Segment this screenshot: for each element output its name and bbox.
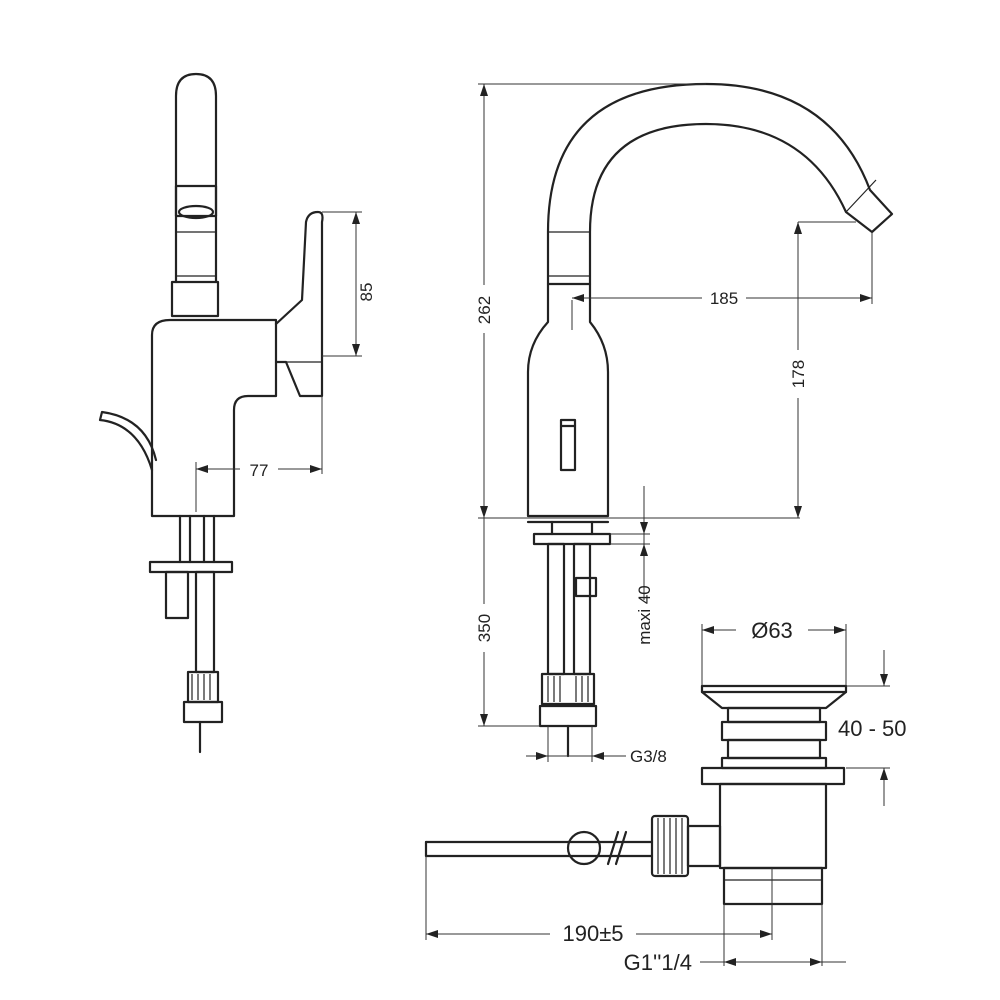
front-body (526, 282, 610, 518)
dim-maxi40-label: maxi 40 (635, 585, 654, 645)
side-aerator (174, 184, 218, 218)
front-hose-left (546, 542, 566, 676)
side-collar (170, 280, 220, 318)
side-hose (194, 570, 216, 674)
dim-262-label: 262 (475, 296, 494, 324)
waste-tail (722, 866, 824, 906)
front-hose-right (572, 542, 592, 676)
front-view: 262 185 178 350 maxi 40 G3/8 (474, 82, 894, 766)
front-hose-fittings (540, 672, 596, 706)
front-spout (546, 82, 894, 286)
waste-side-nut (650, 814, 690, 878)
front-mount-plate (532, 532, 612, 546)
dim-85-label: 85 (357, 283, 376, 302)
dim-350-label: 350 (475, 614, 494, 642)
side-drain-rod (98, 410, 158, 472)
side-body (150, 318, 278, 518)
pop-up-waste: Ø63 40 - 50 190±5 G1''1/4 (424, 616, 907, 975)
front-hose-nuts (538, 704, 598, 728)
dim-63-label: Ø63 (751, 618, 793, 643)
side-aerator-ring (177, 204, 215, 220)
side-lever (274, 210, 324, 398)
dim-g114-label: G1''1/4 (624, 950, 692, 975)
waste-ball-joint (566, 830, 602, 866)
dim-40-50-label: 40 - 50 (838, 716, 907, 741)
side-view: 85 77 (98, 72, 376, 754)
side-mount-plate (148, 560, 234, 574)
side-hose-nut (182, 700, 224, 724)
waste-washer (700, 766, 846, 786)
waste-flange (700, 690, 848, 710)
waste-body (718, 782, 828, 870)
front-lever-slot (559, 418, 577, 472)
side-spout-tube (174, 72, 218, 284)
dim-185-label: 185 (710, 289, 738, 308)
side-lower-shank (164, 570, 190, 620)
dim-g38-label: G3/8 (630, 747, 667, 766)
dim-178-label: 178 (789, 360, 808, 388)
dim-190-label: 190±5 (562, 921, 623, 946)
front-rod-clamp (574, 576, 598, 598)
dim-77-label: 77 (250, 461, 269, 480)
